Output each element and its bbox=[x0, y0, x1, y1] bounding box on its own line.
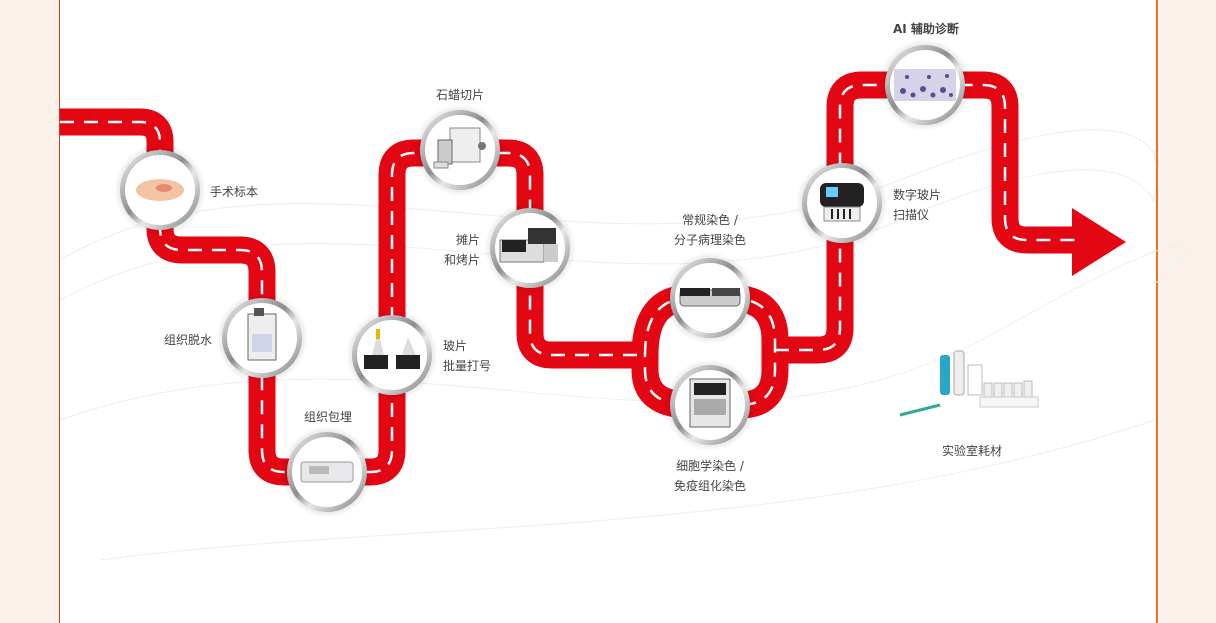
label-line: 数字玻片 bbox=[893, 188, 942, 202]
label-sectioning: 石蜡切片 bbox=[436, 88, 485, 102]
tissue-processor-icon bbox=[247, 308, 277, 361]
label-line: 常规染色 / bbox=[682, 213, 738, 227]
step-dehydration bbox=[216, 292, 308, 384]
slide-scanner-icon bbox=[820, 183, 864, 222]
label-routine-stain: 常规染色 / 分子病理染色 bbox=[660, 210, 760, 250]
label-line: 分子病理染色 bbox=[673, 233, 746, 247]
label-line: 玻片 bbox=[443, 339, 468, 353]
label-cyto-ihc-stain: 细胞学染色 / 免疫组化染色 bbox=[660, 456, 760, 496]
step-sectioning bbox=[414, 104, 506, 196]
microtome-icon bbox=[433, 127, 486, 169]
lab-consumables-icon bbox=[899, 350, 1039, 417]
label-line: 免疫组化染色 bbox=[673, 479, 746, 493]
label-scanner: 数字玻片扫描仪 bbox=[893, 185, 941, 225]
step-floating-baking bbox=[484, 202, 576, 294]
label-ai: AI 辅助诊断 bbox=[893, 22, 959, 36]
label-consumables: 实验室耗材 bbox=[942, 444, 1003, 458]
lab-consumables bbox=[899, 350, 1039, 417]
label-embedding: 组织包埋 bbox=[304, 410, 353, 424]
step-slide-labeling bbox=[346, 309, 438, 401]
embedding-station-icon bbox=[300, 461, 354, 483]
road bbox=[60, 71, 1126, 486]
step-cyto-ihc-stain bbox=[664, 359, 756, 451]
label-line: 扫描仪 bbox=[893, 208, 930, 222]
step-ai bbox=[879, 39, 971, 131]
label-slide-labeling: 玻片批量打号 bbox=[443, 336, 491, 376]
ai-diagnosis-icon bbox=[894, 69, 956, 101]
slide-warmer-icon bbox=[499, 228, 558, 263]
label-line: 摊片 bbox=[455, 233, 480, 247]
label-line: 和烤片 bbox=[443, 253, 480, 267]
tissue-specimen-icon bbox=[136, 179, 184, 201]
slide-printer-icon bbox=[364, 329, 420, 369]
label-line: 批量打号 bbox=[443, 359, 492, 373]
step-embedding bbox=[281, 426, 373, 518]
label-specimen: 手术标本 bbox=[210, 185, 259, 199]
step-specimen bbox=[114, 144, 206, 236]
stainer-icon bbox=[679, 288, 741, 307]
label-dehydration: 组织脱水 bbox=[163, 333, 212, 347]
ihc-stainer-icon bbox=[689, 378, 731, 428]
step-routine-stain bbox=[664, 252, 756, 344]
step-scanner bbox=[796, 157, 888, 249]
label-line: 细胞学染色 / bbox=[676, 459, 744, 473]
label-floating-baking: 摊片和烤片 bbox=[420, 230, 480, 270]
